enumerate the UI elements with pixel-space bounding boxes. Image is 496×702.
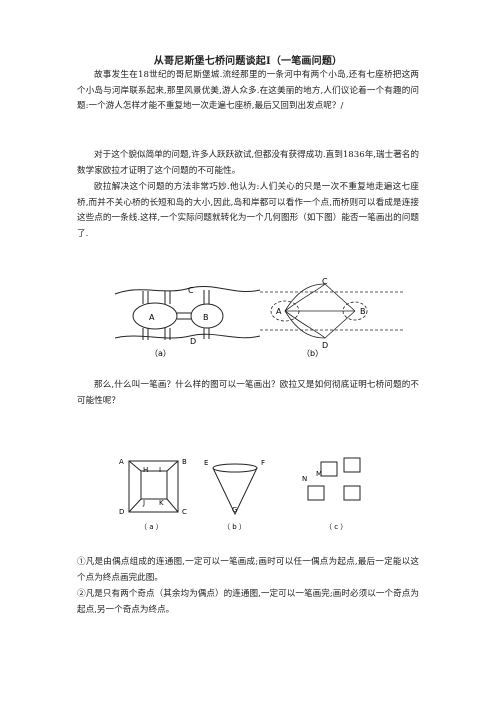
bridges-figure: A B C D （a） A B C D （b）: [114, 277, 405, 358]
graph-label-d: D: [322, 341, 328, 350]
paragraph-rule-2: ②凡是只有两个奇点（其余均为偶点）的连通图,一定可以一笔画完;画时必须以一个奇点…: [77, 589, 419, 615]
edge-cb: [324, 283, 356, 312]
bridge-7: [203, 328, 210, 339]
graph-label-c: C: [322, 277, 328, 286]
island-b: [190, 303, 224, 329]
paragraph-euler-method: 欧拉解决这个问题的方法非常巧妙.他认为:人们关心的只是一次不重复地走遍这七座桥,…: [77, 182, 419, 239]
paragraph-story: 故事发生在18世纪的哥尼斯堡城.流经那里的一条河中有两个小岛,还有七座桥把这两个…: [77, 70, 419, 111]
caption-fig-a: （ a ）: [140, 523, 163, 531]
caption-a: （a）: [150, 349, 171, 358]
bridge-6: [203, 290, 210, 304]
outer-square: [128, 460, 179, 513]
bridge-3: [142, 328, 149, 340]
bridge-1: [142, 291, 149, 304]
bridges-graph-b: [260, 283, 405, 339]
graph-c: [307, 457, 361, 501]
a-label-d: D: [119, 508, 124, 516]
island-a: [132, 302, 178, 330]
edge-ac-2: [284, 283, 326, 312]
paragraph-history: 对于这个貌似简单的问题,许多人跃跃欲试,但都没有获得成功.直到1836年,瑞士著…: [77, 150, 419, 176]
c-label-n: N: [302, 475, 307, 483]
edge-ad-2: [284, 310, 326, 339]
river-bank-bottom: [114, 333, 261, 339]
map-label-a: A: [149, 313, 155, 322]
caption-b: （b）: [302, 349, 323, 358]
a-label-k: K: [159, 499, 164, 507]
bridge-4: [164, 328, 171, 340]
b-label-g: G: [232, 506, 237, 514]
cone-top: [212, 463, 258, 473]
caption-fig-c: （ c ）: [325, 523, 347, 531]
map-label-d: D: [190, 337, 196, 346]
bridge-2: [164, 291, 171, 304]
graph-b: [212, 463, 258, 516]
cone-sides: [212, 467, 258, 516]
caption-fig-b: （ b ）: [223, 523, 246, 531]
bridges-map-a: [114, 286, 261, 340]
b-label-e: E: [204, 459, 208, 467]
square-1: [320, 461, 338, 477]
square-4: [343, 485, 361, 501]
paragraph-question: 那么,什么叫一笔画？什么样的图可以一笔画出？欧拉又是如何彻底证明七桥问题的不可能…: [77, 380, 419, 406]
edge-ad-1: [284, 310, 326, 339]
graph-label-b: B: [360, 307, 366, 316]
b-label-f: F: [261, 459, 265, 467]
edge-db: [324, 310, 356, 339]
map-label-b: B: [203, 313, 209, 322]
square-3: [307, 485, 325, 501]
paragraph-rule-1: ①凡是由偶点组成的连通图,一定可以一笔画成;画时可以任一偶点为起点,最后一定能以…: [77, 557, 419, 583]
bridge-5: [177, 312, 191, 320]
a-label-c: C: [182, 508, 187, 516]
map-label-c: C: [188, 286, 194, 295]
a-label-a: A: [119, 458, 124, 466]
inner-square: [140, 470, 168, 500]
a-label-b: B: [182, 458, 187, 466]
corner-links: [128, 460, 179, 513]
a-label-h: H: [143, 466, 148, 474]
a-label-i: I: [159, 466, 161, 474]
c-label-m: M: [316, 470, 322, 478]
graph-label-a: A: [276, 307, 282, 316]
one-stroke-figures: A B H I J K D C （ a ） E F G （ b ） M N （ …: [119, 457, 361, 531]
a-label-j: J: [142, 499, 145, 507]
graph-a: [128, 460, 179, 513]
square-2: [343, 457, 361, 473]
edge-ac-1: [284, 283, 326, 312]
document-title: 从哥尼斯堡七桥问题谈起Ⅰ（一笔画问题）: [153, 56, 343, 67]
river-bank-top: [114, 286, 261, 295]
